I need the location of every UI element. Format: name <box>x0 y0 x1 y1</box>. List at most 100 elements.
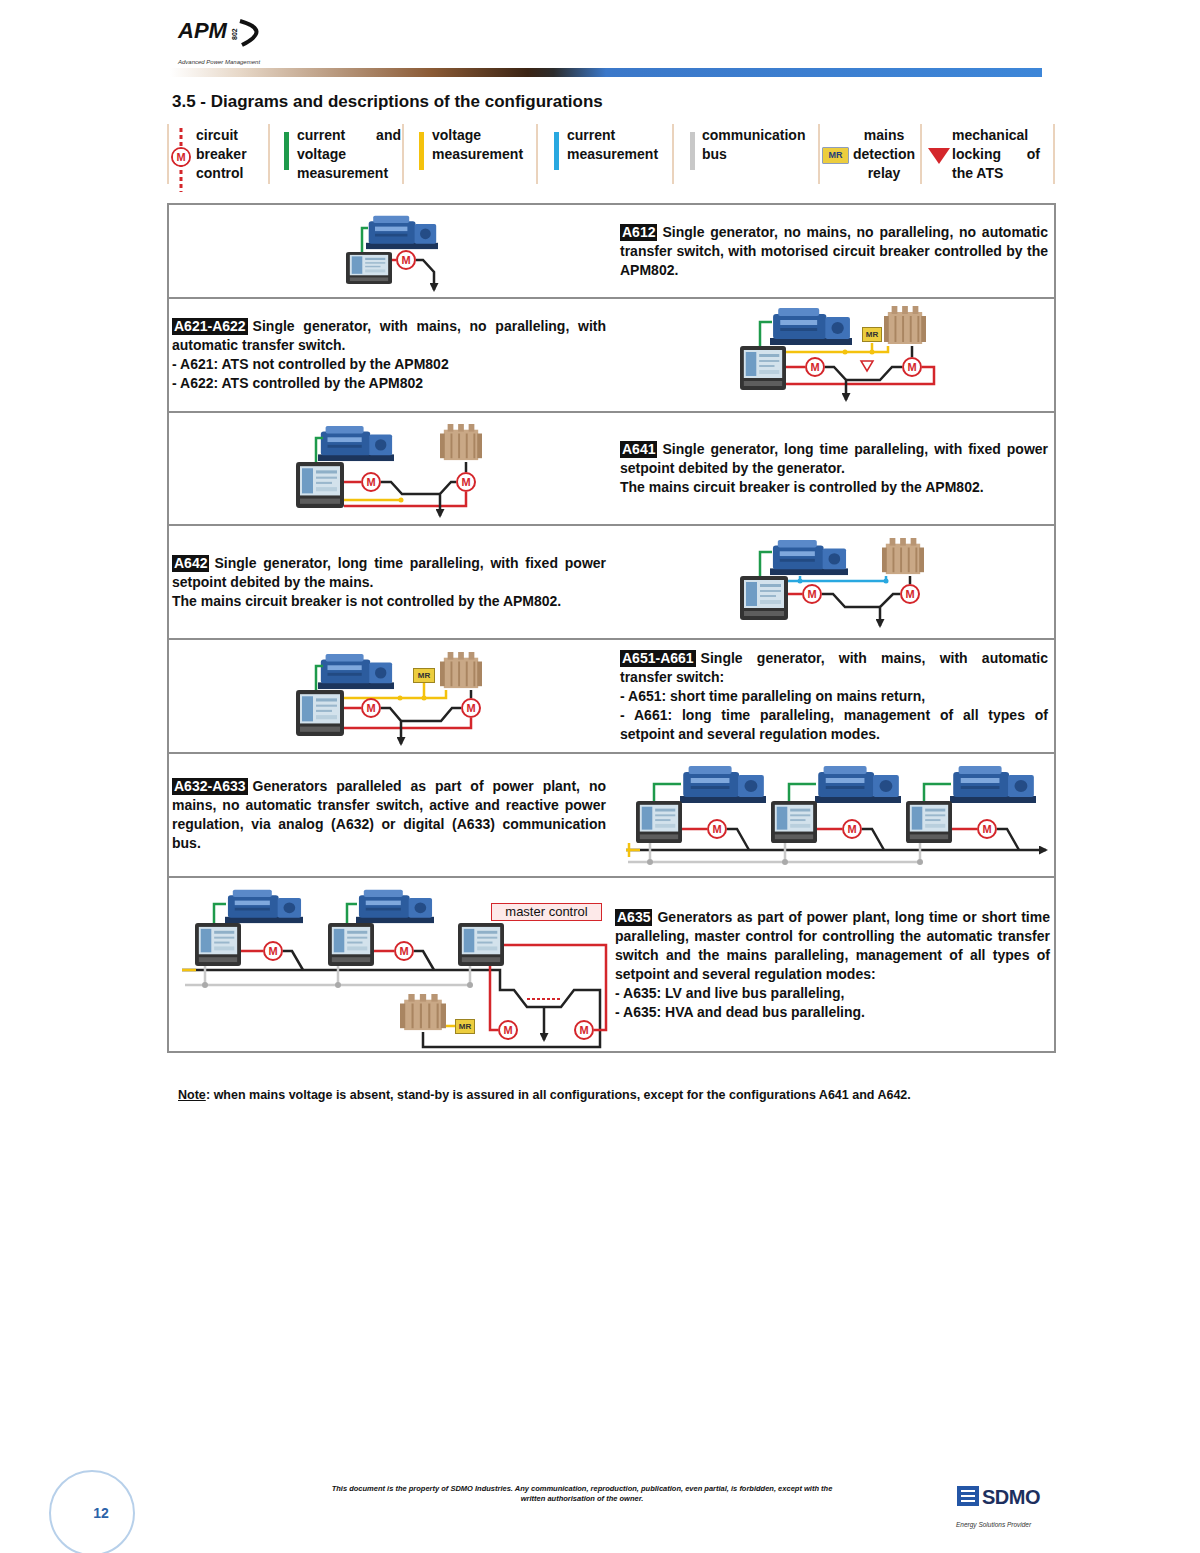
config-a612-art <box>346 216 438 290</box>
symbol-text: MR <box>866 330 878 339</box>
bus-dot <box>202 982 208 988</box>
legend-swatch <box>690 132 695 170</box>
communication-bus <box>628 843 920 862</box>
description-paragraph: Generators as part of power plant, long … <box>615 908 1050 984</box>
symbol-text: M <box>401 254 410 266</box>
description-paragraph: Single generator, no mains, no paralleli… <box>620 223 1048 280</box>
relay-box: MR <box>455 1019 475 1034</box>
breaker-symbol: M <box>461 698 481 718</box>
symbol-text: MR <box>418 671 430 680</box>
controller <box>906 801 952 843</box>
symbol-text: M <box>847 823 856 835</box>
symbol-text: master control <box>505 904 587 919</box>
config-panel: Single generator, with mains, no paralle… <box>167 297 1056 413</box>
symbol-text: M <box>810 361 819 373</box>
brand-logo: SDMO <box>982 1485 1040 1509</box>
voltage-wire <box>344 499 401 502</box>
bus-dot <box>647 859 653 865</box>
breaker-sample-circle <box>172 148 190 166</box>
description-paragraph: Single generator, long time paralleling,… <box>172 554 606 592</box>
config-code-text: A635 <box>617 909 650 925</box>
wire-dot <box>422 696 427 701</box>
description-paragraph: The mains circuit breaker is not control… <box>172 592 606 611</box>
description-paragraph: The mains circuit breaker is controlled … <box>620 478 1048 497</box>
config-code-text: A651-A661 <box>622 650 694 666</box>
relay-sample <box>823 148 848 163</box>
generator <box>318 654 394 689</box>
symbol-text: M <box>905 588 914 600</box>
controller <box>296 462 344 508</box>
breaker-switch <box>440 482 456 516</box>
symbol-text: M <box>268 945 277 957</box>
legend-text: mains detection relay <box>850 126 918 183</box>
locking-symbol <box>861 361 873 371</box>
config-panel: Generators as part of power plant, long … <box>167 876 1056 1053</box>
breaker-symbol: M <box>456 472 476 492</box>
measure-wire <box>316 438 323 462</box>
description-paragraph: - A621: ATS not controlled by the APM802 <box>172 355 606 374</box>
config-panel: Generators paralleled as part of power p… <box>167 752 1056 878</box>
config-code-text: A612 <box>622 224 655 240</box>
breaker-switch <box>822 594 880 607</box>
power-bus <box>626 849 1046 852</box>
config-a642-art <box>740 538 924 626</box>
breaker-switch <box>880 594 900 626</box>
description-paragraph: - A661: long time paralleling, managemen… <box>620 706 1048 744</box>
header <box>170 21 1042 77</box>
measure-wire <box>760 322 772 346</box>
legend-text: communication bus <box>702 126 817 164</box>
voltage-wire <box>182 970 455 1026</box>
page-number: 12 <box>86 1504 116 1522</box>
generator <box>950 766 1036 803</box>
transformer <box>400 994 446 1030</box>
logo-tagline: Advanced Power Management <box>178 59 260 66</box>
config-code: A642 <box>172 555 209 572</box>
footer-notice: This document is the property of SDMO In… <box>322 1484 842 1504</box>
legend-text: voltage measurement <box>432 126 532 164</box>
breaker-switch <box>381 708 401 744</box>
legend-swatch <box>419 132 424 170</box>
controller <box>771 801 817 843</box>
wire-dot <box>870 350 875 355</box>
config-code-text: A642 <box>174 555 207 571</box>
page-number-ring <box>50 1471 134 1553</box>
transformer <box>882 538 924 574</box>
description-text: Single generator, no mains, no paralleli… <box>620 223 1048 280</box>
legend-samples <box>172 128 950 192</box>
symbol-text: M <box>399 945 408 957</box>
description-paragraph: - A622: ATS controlled by the APM802 <box>172 374 606 393</box>
wire-dot <box>884 579 889 584</box>
mains-wire <box>909 576 912 584</box>
config-code: A651-A661 <box>620 650 696 667</box>
controller <box>740 576 788 620</box>
breaker-symbol: M <box>574 1020 594 1040</box>
note-heading: Note <box>178 1087 206 1103</box>
config-panel: Single generator, long time paralleling,… <box>167 524 1056 640</box>
symbol-text: MR <box>459 1022 471 1031</box>
config-code: A621-A622 <box>172 318 248 335</box>
config-code-text: A632-A633 <box>174 778 246 794</box>
config-code-text: A641 <box>622 441 655 457</box>
description-paragraph: - A635: HVA and dead bus paralleling. <box>615 1003 1050 1022</box>
wire-dot <box>399 498 404 503</box>
transformer <box>884 306 926 344</box>
breaker-symbol: M <box>977 819 997 839</box>
breaker-symbol: M <box>361 698 381 718</box>
power-bus <box>182 970 600 1047</box>
breaker-switch <box>825 367 846 400</box>
bus-dot <box>335 982 341 988</box>
controller <box>458 923 504 966</box>
config-a621-art <box>740 306 934 400</box>
locking-sample <box>928 148 950 164</box>
logo-number: 802 <box>231 28 239 40</box>
brand-tagline: Energy Solutions Provider <box>956 1521 1031 1529</box>
relay-box: MR <box>413 668 435 683</box>
wire-dot <box>798 579 803 584</box>
measure-wire <box>362 228 368 252</box>
config-code: A612 <box>620 224 657 241</box>
breaker-symbol: M <box>805 357 825 377</box>
control-wire <box>490 945 606 1030</box>
logo-swoosh <box>240 21 257 45</box>
symbol-text: M <box>366 476 375 488</box>
